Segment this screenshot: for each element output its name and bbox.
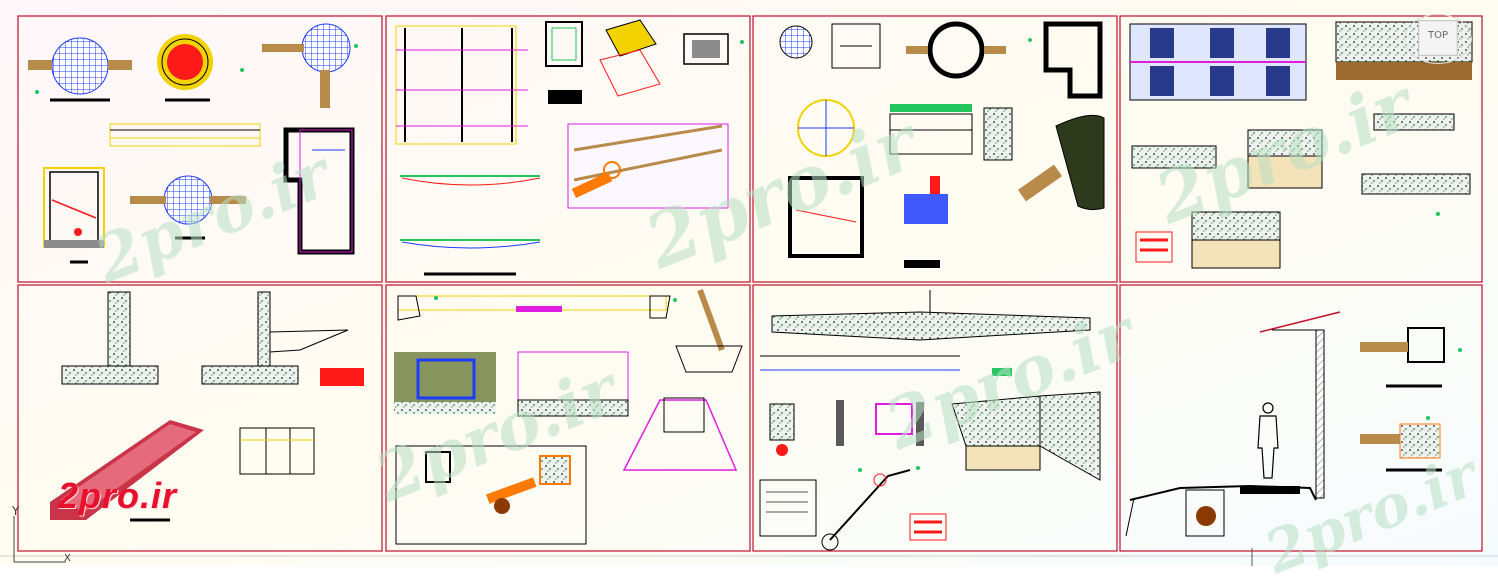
view-cube-compass[interactable] bbox=[1404, 14, 1472, 64]
view-cube-label: TOP bbox=[1427, 30, 1448, 41]
ucs-x-label: X bbox=[64, 553, 71, 564]
dimension-markers bbox=[35, 38, 1462, 472]
sheet-3-drawings bbox=[779, 21, 1105, 268]
sheet-6-drawings bbox=[394, 288, 743, 545]
sheet-3-frame[interactable] bbox=[752, 15, 1118, 283]
sheet-2-frame[interactable] bbox=[385, 15, 751, 283]
sheet-1-drawings bbox=[28, 23, 355, 264]
sheet-2-drawings bbox=[395, 19, 729, 276]
sheet-8-frame[interactable] bbox=[1119, 284, 1483, 552]
sheet-7-frame[interactable] bbox=[752, 284, 1118, 552]
sheet-4-frame[interactable] bbox=[1119, 15, 1483, 283]
sheet-1-frame[interactable] bbox=[17, 15, 383, 283]
sheet-5-drawings bbox=[50, 291, 364, 522]
sheet-8-drawings bbox=[1125, 311, 1445, 537]
sheet-7-drawings bbox=[759, 290, 1101, 551]
sheet-frames bbox=[17, 15, 1483, 552]
view-cube[interactable]: TOP bbox=[1418, 20, 1458, 56]
sheet-5-frame[interactable] bbox=[17, 284, 383, 552]
site-logo: 2pro.ir bbox=[58, 475, 178, 516]
human-scale-figure bbox=[1257, 402, 1279, 479]
ucs-y-label: Y bbox=[12, 504, 20, 518]
cad-model-space[interactable] bbox=[0, 0, 1498, 566]
sheet-6-frame[interactable] bbox=[385, 284, 751, 552]
